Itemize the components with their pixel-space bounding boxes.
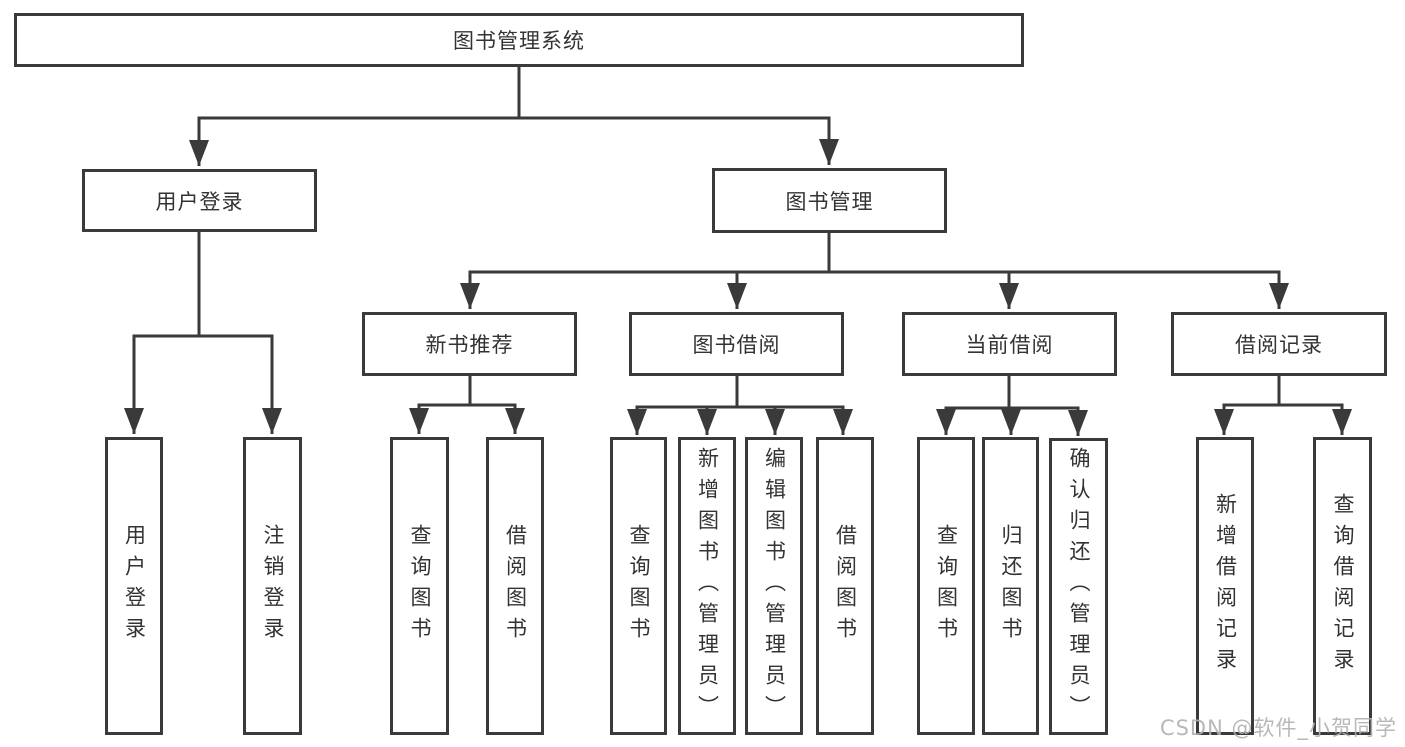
leaf-current-query-books-label: 查询图书 — [934, 524, 959, 648]
watermark: CSDN @软件_小贺同学 — [1159, 716, 1397, 740]
leaf-borrow-edit-books-admin-label: 编辑图书（管理员） — [762, 446, 787, 726]
leaf-logout-label: 注销登录 — [261, 524, 285, 648]
leaf-borrow-query-books: 查询图书 — [610, 437, 667, 735]
leaf-current-confirm-return-admin-label: 确认归还（管理员） — [1067, 447, 1091, 726]
leaf-newbooks-query-books: 查询图书 — [390, 437, 449, 735]
leaf-current-confirm-return-admin: 确认归还（管理员） — [1049, 438, 1108, 735]
node-new-book-recommend-label: 新书推荐 — [425, 333, 514, 357]
leaf-records-add-record: 新增借阅记录 — [1196, 437, 1254, 735]
leaf-user-login: 用户登录 — [105, 437, 163, 735]
leaf-current-return-books-label: 归还图书 — [999, 524, 1023, 648]
node-user-login: 用户登录 — [82, 169, 317, 232]
node-borrow-records: 借阅记录 — [1171, 312, 1387, 376]
leaf-user-login-label: 用户登录 — [122, 524, 147, 648]
leaf-borrow-add-books-admin: 新增图书（管理员） — [678, 437, 736, 735]
leaf-borrow-borrow-books-label: 借阅图书 — [833, 524, 858, 648]
leaf-newbooks-borrow-books-label: 借阅图书 — [503, 524, 528, 648]
node-book-borrowing-label: 图书借阅 — [692, 333, 781, 357]
leaf-newbooks-borrow-books: 借阅图书 — [486, 437, 544, 735]
node-borrow-records-label: 借阅记录 — [1235, 333, 1323, 357]
node-book-management-label: 图书管理 — [785, 189, 874, 214]
node-user-login-label: 用户登录 — [155, 189, 244, 214]
leaf-records-query-record-label: 查询借阅记录 — [1331, 493, 1355, 679]
leaf-logout: 注销登录 — [243, 437, 302, 735]
leaf-borrow-add-books-admin-label: 新增图书（管理员） — [695, 446, 720, 726]
node-book-management: 图书管理 — [712, 168, 947, 233]
node-current-borrowing: 当前借阅 — [902, 312, 1117, 376]
node-current-borrowing-label: 当前借阅 — [965, 333, 1054, 357]
leaf-records-add-record-label: 新增借阅记录 — [1213, 493, 1238, 679]
leaf-newbooks-query-books-label: 查询图书 — [408, 524, 432, 648]
leaf-borrow-query-books-label: 查询图书 — [627, 524, 651, 648]
node-book-borrowing: 图书借阅 — [629, 312, 844, 376]
leaf-borrow-edit-books-admin: 编辑图书（管理员） — [745, 437, 803, 735]
leaf-current-return-books: 归还图书 — [982, 437, 1039, 735]
node-root-system: 图书管理系统 — [14, 13, 1024, 67]
leaf-borrow-borrow-books: 借阅图书 — [816, 437, 874, 735]
leaf-current-query-books: 查询图书 — [917, 437, 975, 735]
node-new-book-recommend: 新书推荐 — [362, 312, 577, 376]
leaf-records-query-record: 查询借阅记录 — [1313, 437, 1372, 735]
node-root-system-label: 图书管理系统 — [453, 29, 585, 53]
